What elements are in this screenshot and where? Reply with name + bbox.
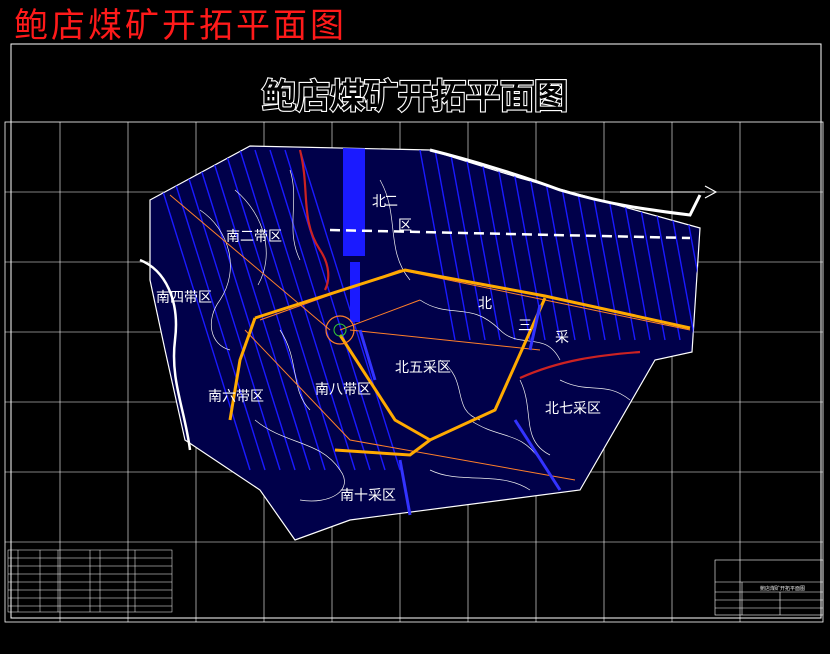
grid-border xyxy=(4,121,824,623)
mine-area xyxy=(139,145,718,541)
shaft-pillar-lower xyxy=(350,262,360,322)
district-label: 南四带区 xyxy=(156,290,212,306)
district-label: 南八带区 xyxy=(315,382,371,398)
district-label: 北五采区 xyxy=(395,360,451,376)
shaft-pillar xyxy=(343,146,365,256)
district-label: 南十采区 xyxy=(340,488,396,504)
district-label-char: 三 xyxy=(518,318,532,334)
shaft-yard xyxy=(325,315,355,345)
drawing-title: 鲍店煤矿开拓平面图 xyxy=(262,77,568,117)
revision-table xyxy=(7,549,173,613)
district-label-char: 采 xyxy=(555,330,569,346)
district-label-char: 北 xyxy=(478,296,492,312)
corner-title: 鲍店煤矿开拓平面图 xyxy=(14,6,347,46)
west-river xyxy=(139,258,192,451)
district-labels: 南二带区 南四带区 南六带区 南八带区 南十采区 北五采区 北七采区 北 二 区… xyxy=(156,194,601,504)
district-label: 南二带区 xyxy=(226,229,282,245)
district-label: 南六带区 xyxy=(208,389,264,405)
shaft-icon xyxy=(333,323,347,337)
title-block: 鲍店煤矿开拓平面图 xyxy=(714,559,824,616)
fault-lines xyxy=(298,149,641,380)
district-label: 北七采区 xyxy=(545,401,601,417)
outer-frame xyxy=(10,43,822,619)
district-label-char: 区 xyxy=(398,218,412,234)
rise-headings xyxy=(358,304,562,516)
north-arrow-icon xyxy=(704,185,718,199)
title-block-name: 鲍店煤矿开拓平面图 xyxy=(760,585,805,592)
river xyxy=(429,148,702,217)
main-roadways xyxy=(228,268,691,457)
district-label-char: 二 xyxy=(384,194,398,210)
dashed-line xyxy=(329,228,691,240)
district-label-char: 北 xyxy=(372,194,386,210)
